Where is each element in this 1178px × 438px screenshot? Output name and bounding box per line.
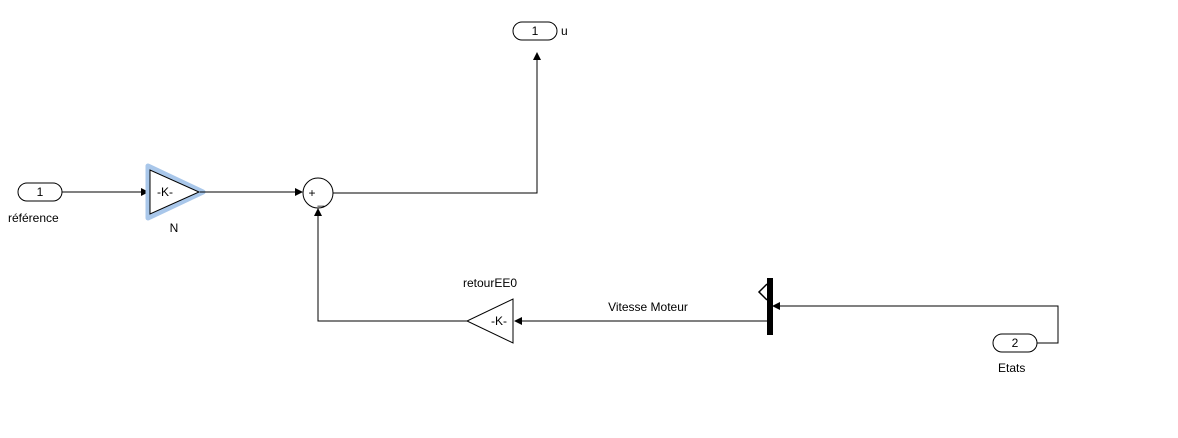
sum-plus-sign: + [308, 186, 315, 200]
gain-block-n[interactable]: -K- [145, 163, 206, 221]
gain-retour-label: retourEE0 [463, 276, 517, 290]
inport-etats-number: 2 [1012, 336, 1019, 350]
signal-label-vitesse-moteur: Vitesse Moteur [608, 300, 688, 314]
wire-etats-to-demux[interactable] [778, 305, 1059, 344]
selection-highlight [145, 163, 206, 221]
sum-block[interactable]: + _ [302, 177, 334, 209]
outport-u-number: 1 [532, 24, 539, 38]
demux-block[interactable] [757, 278, 773, 335]
demux-bus-marker [757, 283, 768, 301]
arrowhead-outport-u [533, 52, 541, 60]
gain-block-retour[interactable]: -K- [465, 298, 514, 344]
gain-retour-text: -K- [491, 314, 507, 328]
outport-u-label: u [561, 24, 568, 38]
arrowhead-gain-retour-input [514, 317, 522, 325]
outport-u[interactable]: 1 [512, 21, 558, 41]
inport-etats[interactable]: 2 [992, 333, 1038, 353]
gain-n-label: N [170, 221, 179, 235]
inport-reference[interactable]: 1 [17, 182, 63, 202]
gain-n-text: -K- [157, 185, 173, 199]
sum-minus-sign: _ [317, 193, 325, 207]
arrowhead-gain-n-input [141, 188, 149, 196]
wire-gain-retour-to-sum[interactable] [317, 216, 467, 322]
arrowhead-sum-minus-input [314, 208, 322, 216]
inport-reference-number: 1 [37, 185, 44, 199]
inport-reference-label: référence [8, 211, 59, 225]
arrowhead-demux-input [772, 302, 780, 310]
wire-sum-to-outport-u[interactable] [333, 60, 538, 194]
inport-etats-label: Etats [998, 361, 1025, 375]
arrowhead-sum-plus-input [295, 188, 303, 196]
